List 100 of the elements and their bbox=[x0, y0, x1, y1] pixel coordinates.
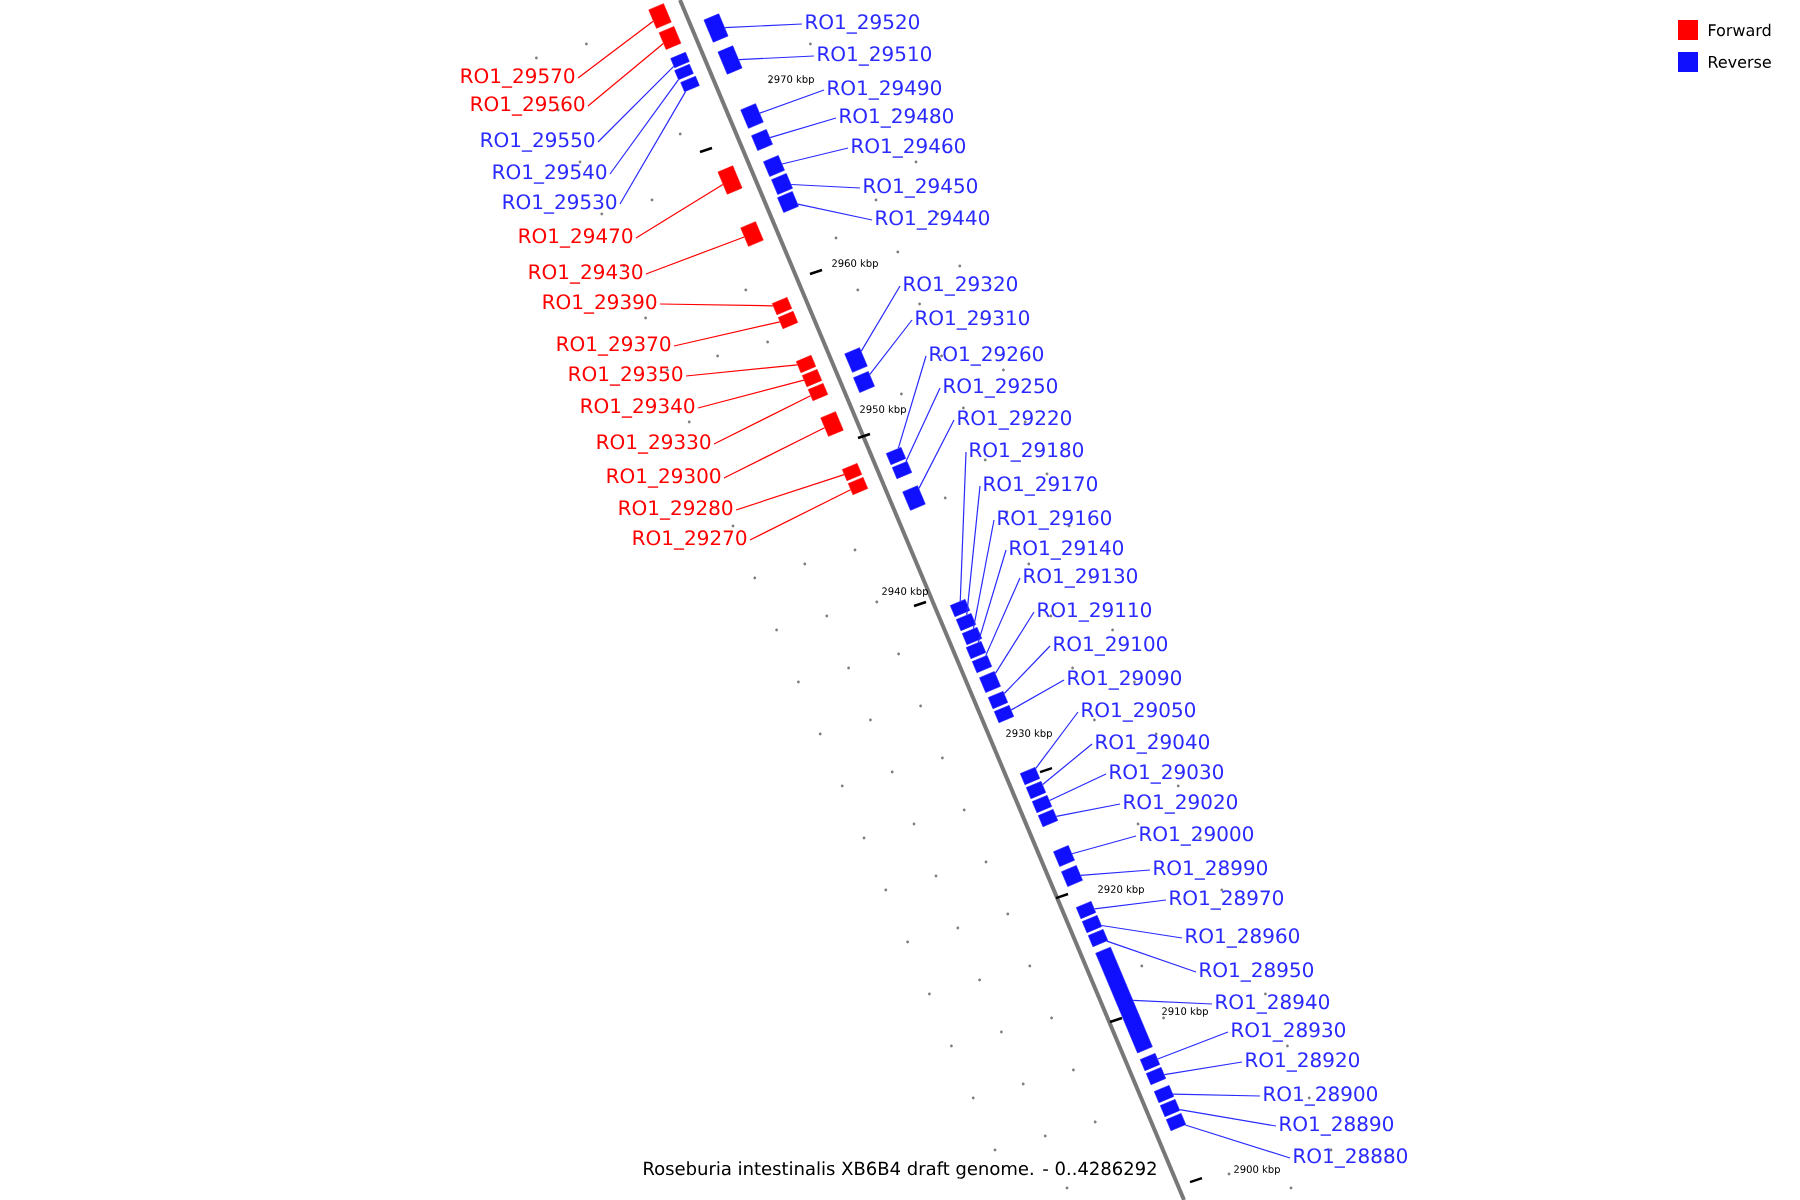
gene-block bbox=[1076, 901, 1096, 919]
gene-label: RO1_29160 bbox=[998, 510, 1112, 530]
leader-line bbox=[723, 427, 826, 479]
gene-block bbox=[1088, 929, 1108, 947]
gene-block bbox=[1020, 767, 1040, 785]
gene-block bbox=[658, 26, 682, 50]
gene-label: RO1_28990 bbox=[1154, 860, 1268, 880]
gene-label: RO1_29140 bbox=[1010, 540, 1124, 560]
gene-block bbox=[717, 45, 743, 75]
leader-line bbox=[635, 183, 724, 239]
leader-line bbox=[577, 20, 654, 79]
gene-block bbox=[966, 641, 986, 659]
gene-block bbox=[680, 76, 700, 92]
gene-block bbox=[956, 613, 976, 631]
gene-label: RO1_29030 bbox=[1110, 764, 1224, 784]
gene-label: RO1_29530 bbox=[503, 194, 617, 214]
leader-line bbox=[609, 79, 679, 175]
gene-block bbox=[703, 13, 729, 43]
gene-label: RO1_29260 bbox=[930, 346, 1044, 366]
leader-line bbox=[1106, 940, 1197, 973]
leader-line bbox=[597, 65, 675, 143]
leader-line bbox=[1048, 773, 1107, 802]
gene-label: RO1_29050 bbox=[1082, 702, 1196, 722]
leader-line bbox=[985, 577, 1021, 657]
gene-label: RO1_29090 bbox=[1068, 670, 1182, 690]
gene-label: RO1_29350 bbox=[569, 366, 683, 386]
leader-line bbox=[897, 355, 927, 449]
gene-block bbox=[950, 599, 970, 617]
gene-label: RO1_29520 bbox=[806, 14, 920, 34]
leader-line bbox=[735, 474, 845, 511]
gene-label: RO1_28970 bbox=[1170, 890, 1284, 910]
gene-block bbox=[1082, 915, 1102, 933]
leader-line bbox=[673, 321, 781, 347]
gene-block bbox=[979, 671, 1001, 693]
gene-block bbox=[1146, 1067, 1166, 1085]
leader-line bbox=[977, 549, 1007, 643]
leader-line bbox=[713, 395, 812, 445]
gene-block bbox=[796, 355, 816, 373]
gene-block bbox=[892, 461, 912, 479]
leader-line bbox=[959, 451, 967, 602]
gene-block bbox=[972, 655, 992, 673]
leader-line bbox=[724, 23, 803, 29]
leader-line bbox=[759, 89, 825, 114]
leader-line bbox=[994, 611, 1035, 675]
gene-label: RO1_29490 bbox=[828, 80, 942, 100]
gene-block bbox=[772, 297, 792, 315]
gene-block bbox=[1166, 1113, 1186, 1131]
leader-line bbox=[645, 236, 745, 275]
gene-label: RO1_29480 bbox=[840, 108, 954, 128]
leader-line bbox=[1071, 835, 1137, 855]
gene-label: RO1_29100 bbox=[1054, 636, 1168, 656]
gene-label: RO1_28940 bbox=[1216, 994, 1330, 1014]
gene-label: RO1_29540 bbox=[493, 164, 607, 184]
gene-label: RO1_28890 bbox=[1280, 1116, 1394, 1136]
leader-line bbox=[918, 419, 955, 489]
gene-label: RO1_28900 bbox=[1264, 1086, 1378, 1106]
gene-block bbox=[763, 155, 785, 177]
gene-block bbox=[886, 447, 906, 465]
leader-line bbox=[860, 285, 901, 352]
leader-line bbox=[966, 485, 981, 616]
leader-line bbox=[769, 117, 837, 139]
gene-block bbox=[740, 103, 764, 129]
leader-line bbox=[1101, 924, 1183, 939]
leader-line bbox=[781, 147, 849, 165]
gene-label: RO1_28950 bbox=[1200, 962, 1314, 982]
gene-block bbox=[1061, 865, 1083, 887]
leader-line bbox=[697, 379, 805, 409]
gene-block bbox=[1095, 946, 1153, 1054]
gene-label: RO1_29440 bbox=[876, 210, 990, 230]
gene-label: RO1_29460 bbox=[852, 138, 966, 158]
leader-line bbox=[738, 55, 815, 61]
gene-label: RO1_29170 bbox=[984, 476, 1098, 496]
gene-label: RO1_28930 bbox=[1232, 1022, 1346, 1042]
gene-label: RO1_29310 bbox=[916, 310, 1030, 330]
gene-block bbox=[1154, 1085, 1174, 1103]
gene-label: RO1_29470 bbox=[519, 228, 633, 248]
gene-block bbox=[853, 371, 875, 393]
gene-label: RO1_29110 bbox=[1038, 602, 1152, 622]
leader-line bbox=[659, 303, 774, 307]
leader-line bbox=[1010, 679, 1065, 711]
legend-label: Reverse bbox=[1709, 56, 1771, 68]
gene-label: RO1_29180 bbox=[970, 442, 1084, 462]
gene-block bbox=[994, 705, 1014, 723]
gene-label: RO1_29040 bbox=[1096, 734, 1210, 754]
leader-line bbox=[1003, 645, 1051, 695]
leader-line bbox=[1157, 1031, 1229, 1060]
gene-label: RO1_28960 bbox=[1186, 928, 1300, 948]
gene-block bbox=[902, 485, 926, 511]
gene-block bbox=[820, 411, 844, 437]
gene-label: RO1_28920 bbox=[1246, 1052, 1360, 1072]
gene-label: RO1_29510 bbox=[818, 46, 932, 66]
gene-block bbox=[962, 627, 982, 645]
gene-label: RO1_29560 bbox=[471, 96, 585, 116]
gene-block bbox=[988, 691, 1008, 709]
leader-line bbox=[619, 91, 687, 205]
gene-block bbox=[802, 369, 822, 387]
leader-line bbox=[1163, 1061, 1243, 1076]
leader-line bbox=[1184, 1124, 1291, 1159]
gene-label: RO1_29250 bbox=[944, 378, 1058, 398]
leader-line bbox=[685, 364, 798, 377]
